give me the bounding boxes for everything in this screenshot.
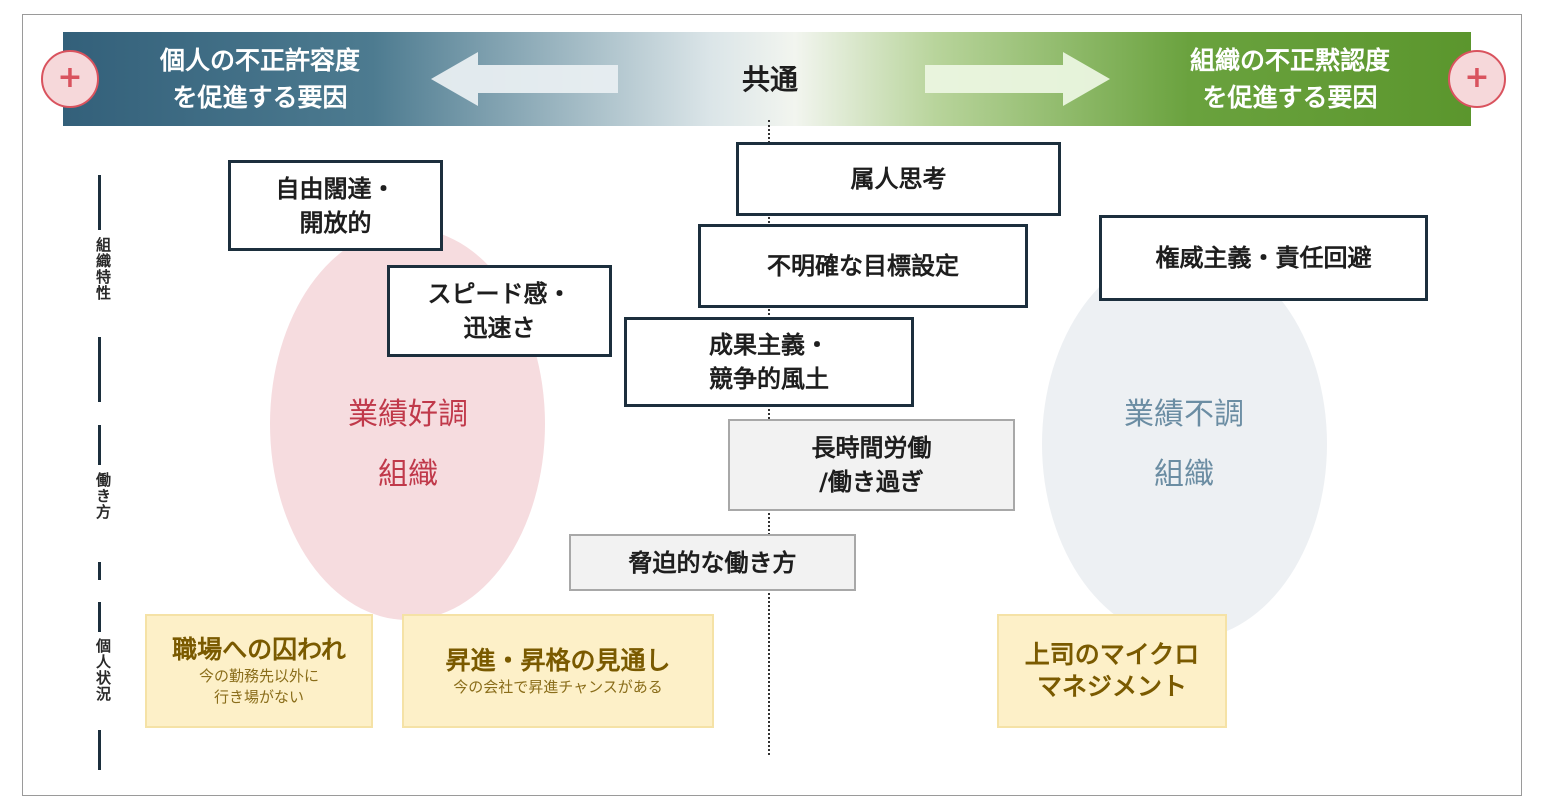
header-banner [63, 32, 1471, 126]
factor-line: 迅速さ [463, 314, 536, 342]
center-header-label: 共通 [741, 63, 798, 96]
individual-title: 職場への囚われ [172, 635, 346, 664]
good-performance-line: 組織 [378, 457, 438, 492]
individual-promotion-outlook: 昇進・昇格の見通し 今の会社で昇進チャンスがある [402, 614, 714, 728]
poor-performance-line: 業績不調 [1124, 397, 1244, 432]
category-org: 組織特性 [94, 237, 112, 301]
individual-workplace-bound: 職場への囚われ 今の勤務先以外に 行き場がない [145, 614, 373, 728]
factor-free-open: 自由闊達・開放的 [228, 160, 443, 251]
left-header-line: を促進する要因 [172, 83, 348, 112]
poor-performance-line: 組織 [1154, 457, 1214, 492]
individual-title: 昇進・昇格の見通し [445, 645, 671, 675]
factor-unclear-goals: 不明確な目標設定 [698, 224, 1028, 308]
left-header-line: 個人の不正許容度 [159, 46, 360, 75]
factor-line: 自由闊達・ [275, 174, 396, 203]
right-header-label: 組織の不正黙認度 を促進する要因 [1140, 42, 1440, 116]
category-workstyle: 働き方 [94, 472, 112, 520]
factor-results-oriented: 成果主義・競争的風土 [624, 317, 914, 407]
factor-speed: スピード感・迅速さ [387, 265, 612, 357]
left-arrow-icon [431, 52, 618, 106]
arrows-layer [431, 52, 1110, 106]
plus-right-icon: + [1448, 50, 1506, 108]
left-header-label: 個人の不正許容度 を促進する要因 [120, 42, 400, 116]
ellipse-poor-performance [1042, 248, 1327, 640]
good-performance-label: 業績好調 組織 [318, 385, 498, 505]
axis-line [98, 562, 101, 580]
individual-micromanagement: 上司のマイクロ マネジメント [997, 614, 1227, 728]
axis-line [98, 730, 101, 770]
axis-line [98, 425, 101, 465]
factor-line: 競争的風土 [709, 365, 829, 393]
factor-line: スピード感・ [427, 280, 572, 308]
right-arrow-icon [925, 52, 1110, 106]
factor-line: /働き過ぎ [819, 468, 924, 496]
individual-sub: 行き場がない [213, 688, 304, 706]
factor-line: 成果主義・ [709, 331, 829, 359]
individual-title: マネジメント [1036, 672, 1187, 701]
good-performance-line: 業績好調 [348, 397, 468, 432]
individual-sub: 今の勤務先以外に [198, 667, 319, 685]
factor-authoritarianism: 権威主義・責任回避 [1099, 215, 1428, 301]
factor-person-thinking: 属人思考 [736, 142, 1061, 216]
individual-sub: 今の会社で昇進チャンスがある [453, 677, 663, 696]
right-header-line: 組織の不正黙認度 [1189, 46, 1390, 75]
factor-line: 開放的 [299, 208, 372, 237]
poor-performance-label: 業績不調 組織 [1094, 385, 1274, 505]
plus-left-icon: + [41, 50, 99, 108]
axis-line [98, 337, 101, 402]
category-individual: 個人状況 [94, 638, 112, 702]
factor-long-hours: 長時間労働/働き過ぎ [728, 419, 1015, 511]
right-header-line: を促進する要因 [1202, 83, 1378, 112]
factor-coercive-work: 脅迫的な働き方 [569, 534, 856, 591]
axis-line [98, 602, 101, 632]
axis-line [98, 175, 101, 230]
individual-title: 上司のマイクロ [1024, 640, 1200, 669]
factor-line: 長時間労働 [811, 434, 932, 462]
